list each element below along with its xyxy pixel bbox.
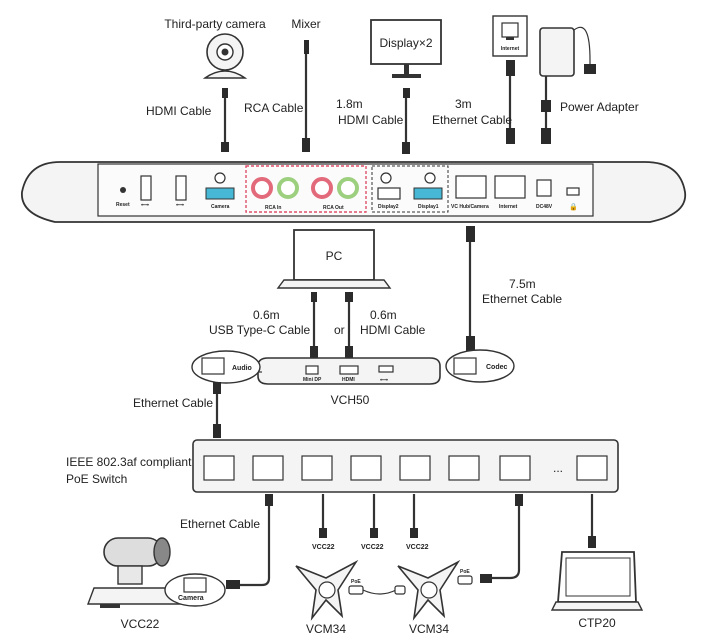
- poe-label-a: PoE: [351, 579, 361, 585]
- vch50-hdmi-port: [339, 365, 359, 375]
- ctp20-label: CTP20: [578, 616, 616, 630]
- svg-text:Reset: Reset: [116, 202, 130, 208]
- vcm34-label-b: VCM34: [409, 622, 449, 636]
- eth-length-label: 3m: [455, 97, 472, 111]
- camera-hdmi-port: [205, 187, 235, 200]
- internet-ethernet-cable: [506, 60, 515, 144]
- eth-cable-label-top: Ethernet Cable: [432, 113, 512, 127]
- rca-in-red: [251, 177, 273, 199]
- eth-cable-label-audio: Ethernet Cable: [133, 396, 213, 410]
- vch50-label: VCH50: [331, 393, 370, 407]
- display-monitor: [370, 19, 442, 78]
- usb-cable-label: USB Type-C Cable: [209, 323, 310, 337]
- rca-out-green: [337, 177, 359, 199]
- power-adapter-label: Power Adapter: [560, 100, 639, 114]
- poe-switch-label-1: IEEE 802.3af compliant: [66, 455, 192, 469]
- dc-power-port: [536, 179, 552, 197]
- eth-length-label-codec: 7.5m: [509, 277, 536, 291]
- main-unit-rear-panel: Reset ⭠⭢ ⭠⭢ Camera RCA In RCA Out Displa…: [21, 161, 687, 223]
- svg-text:RCA Out: RCA Out: [323, 205, 344, 211]
- display-group: [371, 165, 449, 213]
- vcc22-camera: [86, 537, 188, 608]
- audio-port-callout: [191, 350, 262, 384]
- camera-hdmi-cable: [221, 88, 229, 152]
- codec-ethernet-cable: [466, 226, 475, 352]
- poe-switch: [192, 439, 619, 493]
- third-party-camera-label: Third-party camera: [164, 17, 266, 31]
- svg-text:Mini DP: Mini DP: [303, 377, 322, 383]
- hdmi-length-label: 1.8m: [336, 97, 363, 111]
- hdmi-cable-label-pc: HDMI Cable: [360, 323, 426, 337]
- ctp20-touch-panel: [550, 551, 644, 611]
- svg-text:Internet: Internet: [501, 46, 520, 52]
- camera-port-label: Camera: [178, 595, 204, 602]
- svg-text:Display2: Display2: [378, 204, 399, 210]
- hdmi-cable-label: HDMI Cable: [146, 104, 212, 118]
- pc-usb-cable: [310, 292, 318, 358]
- svg-text:Camera: Camera: [211, 204, 230, 210]
- pc-label: PC: [326, 249, 343, 263]
- lock-icon: 🔒: [569, 203, 578, 211]
- vc-hub-camera-port: [455, 175, 487, 199]
- camera-port-callout: [164, 573, 226, 607]
- codec-port-callout: [445, 349, 515, 383]
- usb-port-1: [140, 175, 152, 201]
- pc-hdmi-cable: [345, 292, 353, 358]
- vcm34-mic-b: [397, 559, 461, 621]
- switch-ellipsis: ...: [553, 461, 563, 475]
- vcc22-label-a: VCC22: [312, 544, 335, 551]
- eth-cable-label-camera: Ethernet Cable: [180, 517, 260, 531]
- or-label: or: [334, 323, 345, 337]
- reset-pinhole: [120, 187, 126, 193]
- lock-slot: [566, 187, 580, 196]
- rca-group: [245, 165, 367, 213]
- switch-ports: [203, 455, 608, 481]
- svg-text:⭠⭢: ⭠⭢: [141, 202, 149, 208]
- vcc22-camera-label: VCC22: [121, 617, 160, 631]
- poe-label-b: PoE: [460, 569, 470, 575]
- rca-out-red: [311, 177, 333, 199]
- svg-text:⭠⭢: ⭠⭢: [176, 202, 184, 208]
- audio-ethernet-cable: [213, 382, 221, 438]
- usb-port-2: [175, 175, 187, 201]
- codec-label: Codec: [486, 364, 508, 371]
- rca-cable: [302, 40, 310, 152]
- display-hdmi-cable: [402, 88, 410, 154]
- pc-laptop: [276, 229, 392, 289]
- third-party-camera: [202, 33, 248, 79]
- vch50-hub: Mini DP HDMI ⭠⭢: [257, 357, 441, 385]
- power-adapter: [539, 26, 596, 144]
- usb-length-label: 0.6m: [253, 308, 280, 322]
- mini-dp-port: [305, 365, 319, 375]
- switch-downlink-cables: [226, 494, 596, 589]
- hdmi-cable-label-mid: HDMI Cable: [338, 113, 404, 127]
- vch50-usb-port: [378, 365, 394, 373]
- svg-text:VC Hub/Camera: VC Hub/Camera: [451, 204, 489, 210]
- svg-text:Display1: Display1: [418, 204, 439, 210]
- svg-text:DC48V: DC48V: [536, 204, 553, 210]
- display1-hdmi-port: [413, 187, 443, 200]
- vcm34-label-a: VCM34: [306, 622, 346, 636]
- internet-port: [494, 175, 526, 199]
- poe-switch-label-2: PoE Switch: [66, 472, 127, 486]
- vcc22-label-c: VCC22: [406, 544, 429, 551]
- mic-daisy-chain: [348, 575, 473, 595]
- vcc22-label-b: VCC22: [361, 544, 384, 551]
- vcm34-mic-a: [295, 559, 359, 621]
- hdmi-length-label-pc: 0.6m: [370, 308, 397, 322]
- internet-wall-jack: Internet: [492, 15, 528, 57]
- audio-label: Audio: [232, 365, 252, 372]
- rca-cable-label: RCA Cable: [244, 101, 304, 115]
- svg-text:RCA In: RCA In: [265, 205, 281, 211]
- mixer-label: Mixer: [291, 17, 320, 31]
- svg-text:HDMI: HDMI: [342, 377, 355, 383]
- svg-text:⭠⭢: ⭠⭢: [380, 377, 388, 383]
- display2-hdmi-port: [377, 187, 401, 200]
- display-label: Display×2: [379, 36, 432, 50]
- svg-text:Internet: Internet: [499, 204, 518, 210]
- eth-cable-label-codec: Ethernet Cable: [482, 292, 562, 306]
- rca-in-green: [277, 177, 299, 199]
